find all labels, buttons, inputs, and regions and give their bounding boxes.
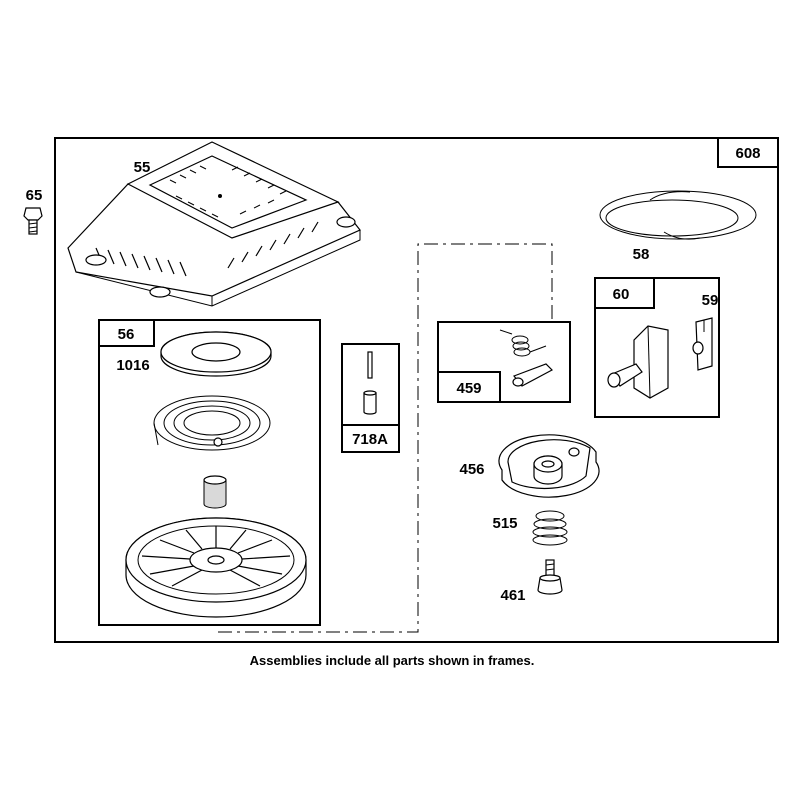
rope-insert-icon — [692, 317, 713, 371]
screw-65-icon — [23, 207, 43, 235]
starter-rope-58-icon — [599, 190, 757, 240]
recoil-spring-icon — [153, 395, 271, 451]
spring-515-icon — [532, 510, 568, 546]
pawl-icon — [512, 363, 553, 387]
label-461: 461 — [500, 587, 525, 604]
label-718a: 718A — [352, 431, 388, 448]
diagram-caption: Assemblies include all parts shown in fr… — [250, 653, 535, 668]
label-60: 60 — [613, 286, 630, 303]
pin-icon — [363, 351, 377, 415]
pawl-spring-icon — [499, 329, 547, 357]
housing-cover-55-icon — [67, 141, 361, 307]
frame-459-tag — [437, 371, 501, 403]
pulley-icon — [125, 517, 307, 618]
label-56: 56 — [118, 326, 135, 343]
assembly-leader-line — [218, 243, 553, 633]
frame-718a — [341, 343, 400, 453]
ratchet-456-icon — [498, 434, 600, 498]
starter-handle-icon — [607, 325, 669, 399]
frame-459 — [437, 321, 571, 403]
frame-60 — [594, 277, 720, 418]
label-608: 608 — [735, 145, 760, 162]
spacer-icon — [203, 475, 227, 509]
screw-461-icon — [537, 559, 563, 595]
label-515: 515 — [492, 515, 517, 532]
label-58: 58 — [633, 246, 650, 263]
label-1016: 1016 — [116, 357, 149, 374]
frame-56 — [98, 319, 321, 626]
label-55: 55 — [134, 159, 151, 176]
label-65: 65 — [26, 187, 43, 204]
label-59: 59 — [702, 292, 719, 309]
frame-608-tag — [717, 137, 779, 168]
frame-56-tag — [98, 319, 155, 347]
label-459: 459 — [456, 380, 481, 397]
washer-1016-icon — [160, 331, 272, 377]
frame-608 — [54, 137, 779, 643]
label-456: 456 — [459, 461, 484, 478]
frame-60-tag — [594, 277, 655, 309]
